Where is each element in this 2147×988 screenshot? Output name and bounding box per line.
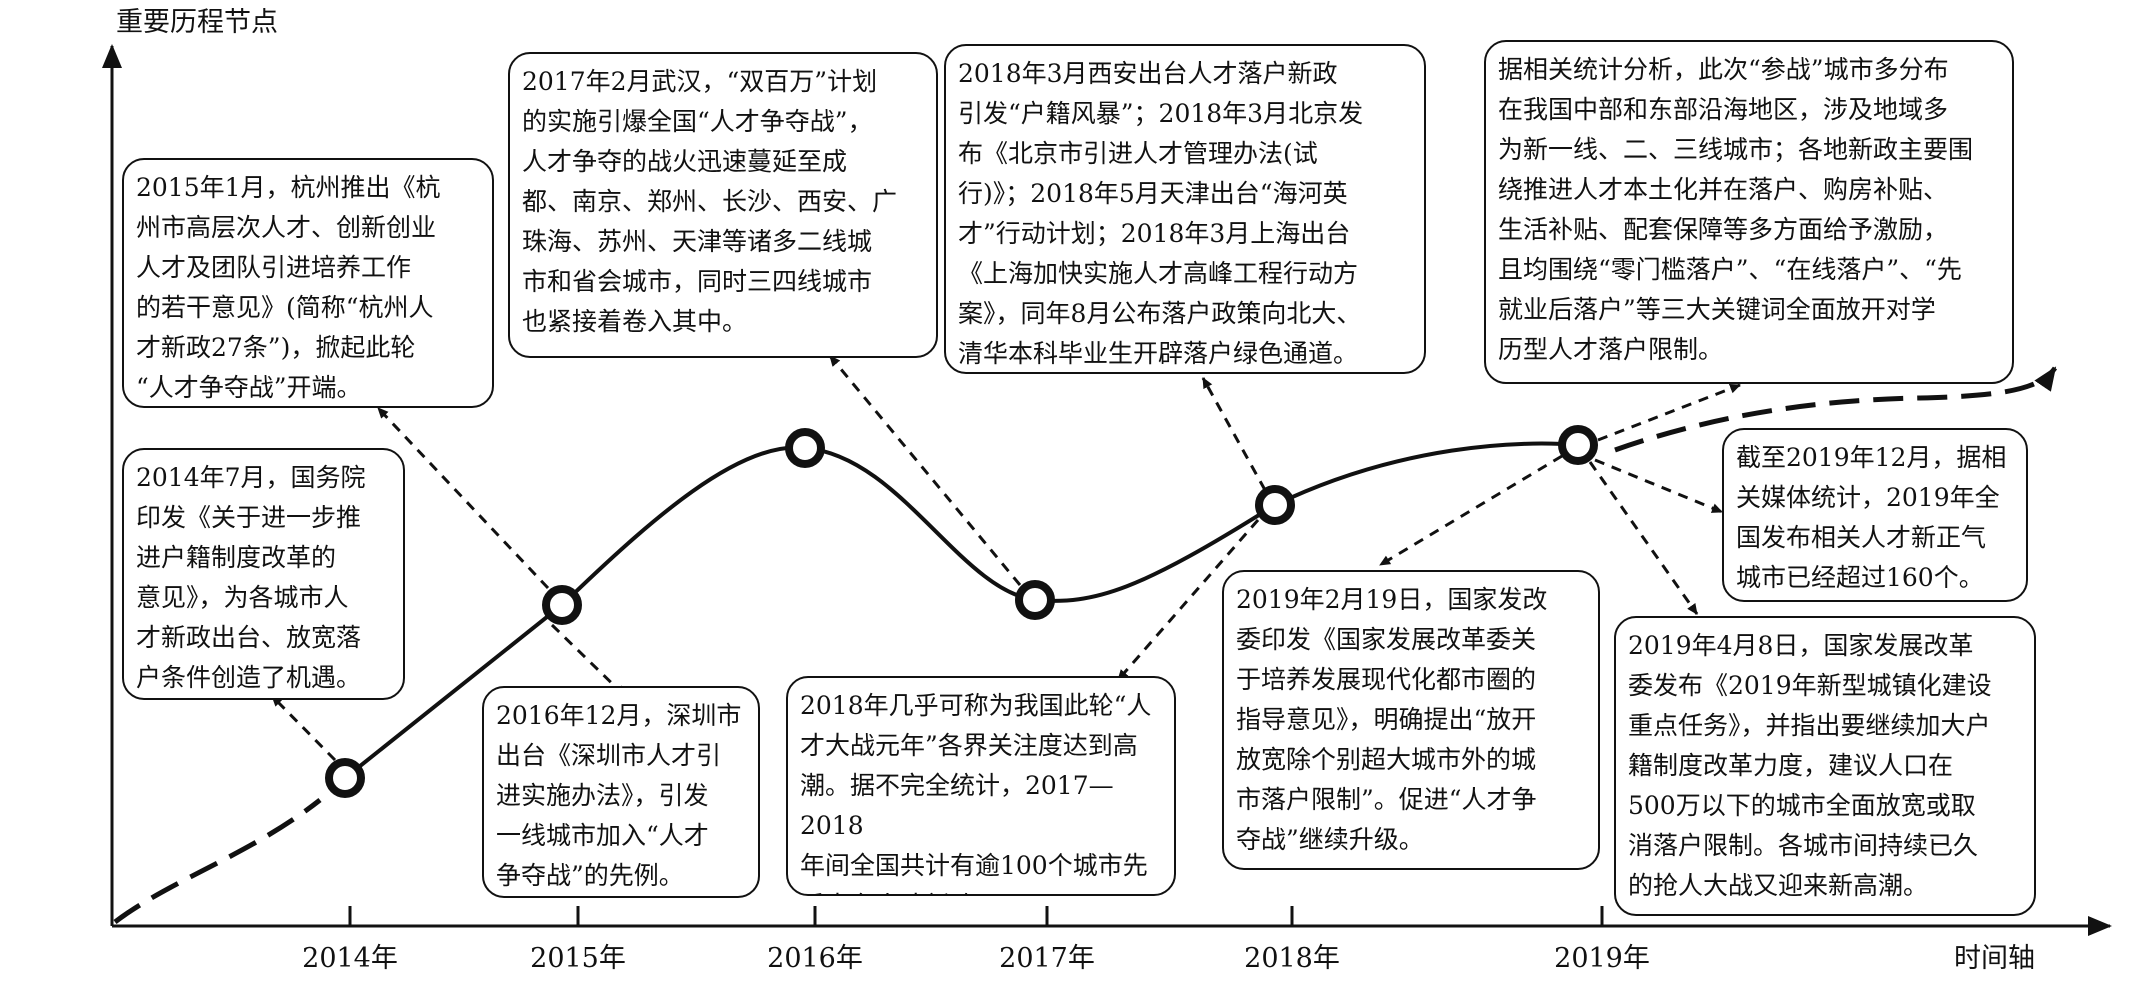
event-box-2018-03: 2018年3月西安出台人才落户新政 引发“户籍风暴”；2018年3月北京发 布《… (944, 44, 1426, 374)
event-box-2019-analysis: 据相关统计分析，此次“参战”城市多分布 在我国中部和东部沿海地区，涉及地域多 为… (1484, 40, 2014, 384)
year-label-2015: 2015年 (530, 943, 626, 974)
event-box-2017-02: 2017年2月武汉，“双百万”计划 的实施引爆全国“人才争夺战”， 人才争夺的战… (508, 52, 938, 358)
connector-arrows (270, 355, 1741, 762)
event-box-2018-year: 2018年几乎可称为我国此轮“人 才大战元年”各界关注度达到高 潮。据不完全统计… (786, 676, 1176, 896)
node-2017 (1015, 580, 1055, 620)
trend-curve (343, 441, 1579, 780)
milestone-nodes (325, 425, 1598, 798)
event-box-2019-04: 2019年4月8日，国家发展改革 委发布《2019年新型城镇化建设 重点任务》，… (1614, 616, 2036, 916)
node-2016 (785, 428, 825, 468)
node-2014 (325, 758, 365, 798)
arrow-2017-02 (828, 355, 1022, 586)
x-axis-label: 时间轴 (1954, 943, 2035, 974)
node-2015 (542, 585, 582, 625)
node-2018 (1255, 485, 1295, 525)
node-2019 (1558, 425, 1598, 465)
year-label-2016: 2016年 (767, 943, 863, 974)
arrow-2019-12 (1594, 458, 1723, 514)
trend-start-dashed (113, 798, 322, 924)
arrow-2014-07 (270, 694, 337, 762)
year-label-2017: 2017年 (999, 943, 1095, 974)
arrow-2019-04 (1588, 461, 1699, 615)
arrow-2019-02 (1379, 454, 1563, 567)
trend-end-dashed (1614, 366, 2058, 453)
year-label-2018: 2018年 (1244, 943, 1340, 974)
event-box-2019-02: 2019年2月19日，国家发改 委印发《国家发展改革委关 于培养发展现代化都市圈… (1222, 570, 1600, 870)
y-axis-label: 重要历程节点 (116, 7, 278, 38)
arrow-2019-analysis (1597, 383, 1741, 442)
event-box-2019-12: 截至2019年12月，据相 关媒体统计，2019年全 国发布相关人才新正气 城市… (1722, 428, 2028, 602)
event-box-2016-12: 2016年12月，深圳市 出台《深圳市人才引 进实施办法》，引发 一线城市加入“… (482, 686, 760, 898)
year-label-2019: 2019年 (1554, 943, 1650, 974)
arrow-2018-03 (1201, 377, 1267, 491)
year-ticks (348, 906, 1604, 926)
year-label-2014: 2014年 (302, 943, 398, 974)
arrow-2015-01 (376, 406, 550, 590)
event-box-2015-01: 2015年1月，杭州推出《杭 州市高层次人才、创新创业 人才及团队引进培养工作 … (122, 158, 494, 408)
event-box-2014-07: 2014年7月，国务院 印发《关于进一步推 进户籍制度改革的 意见》，为各城市人… (122, 448, 405, 700)
